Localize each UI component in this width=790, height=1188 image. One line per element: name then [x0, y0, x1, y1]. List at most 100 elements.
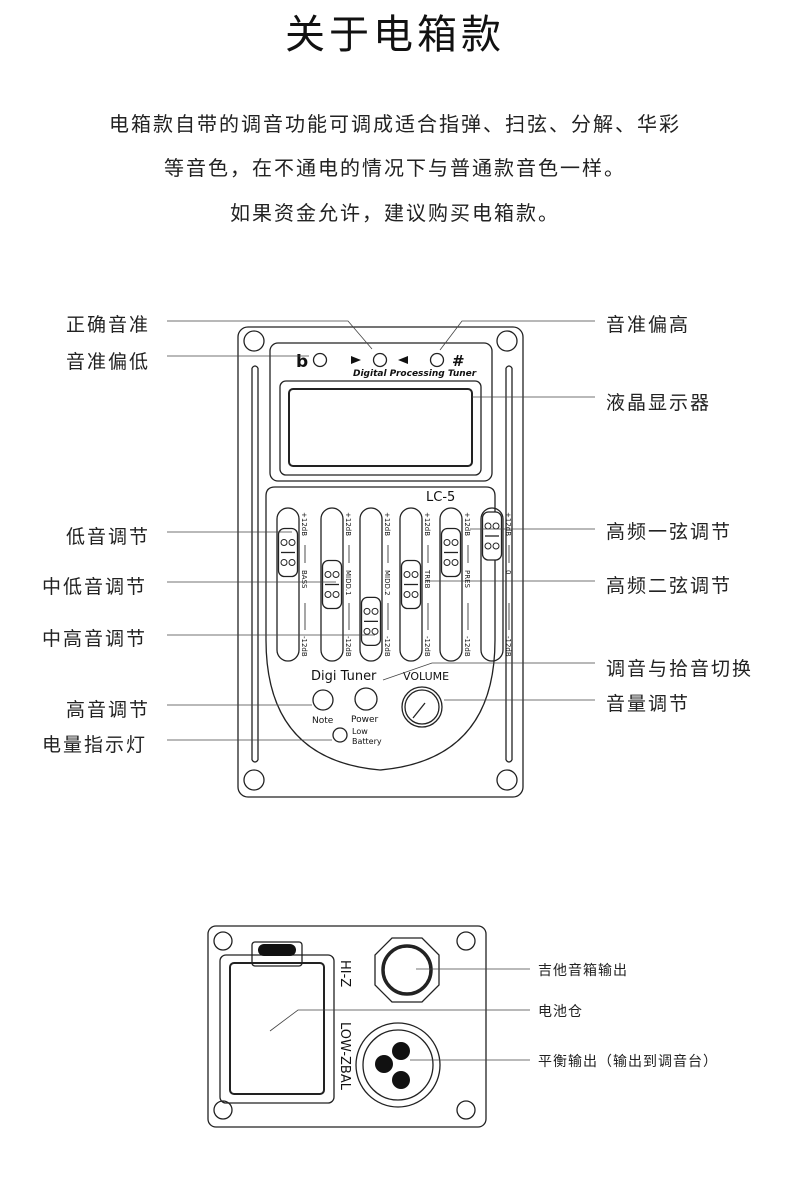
corner-screw [456, 1100, 476, 1120]
slider-knob-dot [484, 542, 492, 550]
flat-led [312, 352, 328, 368]
label-string2-adjust: 高频二弦调节 [606, 575, 733, 597]
flat-symbol: b [296, 352, 308, 372]
digi-tuner-label: Digi Tuner [311, 669, 377, 684]
hiz-jack-nut [374, 937, 440, 1003]
intro-line-2: 等音色，在不通电的情况下与普通款音色一样。 [164, 156, 626, 180]
slider-knob-dot [324, 571, 332, 578]
slider-top-label: +12dB [344, 512, 352, 536]
eq-module [265, 486, 496, 771]
hiz-label: HI-Z [337, 960, 352, 987]
slider-knob-dot [403, 591, 411, 598]
slider-track [320, 507, 344, 662]
volume-knob [401, 686, 443, 728]
slider-bottom-label: -12dB [504, 636, 512, 657]
slider-knob-dot [451, 558, 459, 566]
xlr-pin [392, 1071, 410, 1089]
slider-track [399, 507, 423, 662]
arrow-right-icon [351, 356, 361, 364]
label-balanced-output: 平衡输出（输出到调音台） [538, 1054, 718, 1070]
slider-top-label: +12dB [300, 512, 308, 536]
slider-knob-dot [363, 627, 371, 635]
low-label: Low [352, 727, 368, 736]
slider-bottom-label: -12dB [423, 636, 431, 657]
intro-line-3: 如果资金允许，建议购买电箱款。 [230, 201, 560, 225]
corner-screw [496, 330, 518, 352]
label-string1-adjust: 高频一弦调节 [606, 521, 733, 543]
tuner-caption: Digital Processing Tuner [353, 369, 477, 379]
battery-led [332, 727, 348, 743]
slider-knob-dot [443, 538, 451, 546]
slider-track [276, 507, 300, 662]
label-battery-indicator: 电量指示灯 [42, 734, 148, 756]
slider-mid-label: MIDD.1 [344, 570, 352, 596]
tuner-module [269, 342, 493, 482]
slider-bottom-label: -12dB [344, 636, 352, 657]
note-button [312, 689, 334, 711]
label-tuner-switch: 调音与拾音切换 [606, 658, 754, 680]
in-tune-led [372, 352, 388, 368]
label-correct-pitch: 正确音准 [66, 314, 151, 336]
battery-compartment [219, 954, 335, 1104]
slider-mid-label: MIDD.2 [383, 570, 391, 596]
slider-knob-dot [332, 591, 340, 598]
xlr-pin [392, 1042, 410, 1060]
model-label: LC-5 [426, 490, 455, 505]
slider-track [480, 507, 504, 662]
slider-knob-dot [280, 558, 288, 566]
sharp-led [429, 352, 445, 368]
slider-knob-dot [492, 542, 500, 550]
volume-label: VOLUME [403, 670, 449, 683]
corner-screw [213, 931, 233, 951]
jack-panel [207, 925, 487, 1128]
slider-knob-dot [288, 538, 296, 546]
eq-sliders: +12dB BASS -12dB +12dB MIDD.1 -12dB +12dB MIDD.… [276, 507, 512, 662]
corner-screw [456, 931, 476, 951]
slider-track [359, 507, 383, 662]
xlr-jack [355, 1022, 441, 1108]
slider-knob-dot [443, 558, 451, 566]
slider-top-label: +12dB [504, 512, 512, 536]
label-battery-box: 电池仓 [538, 1004, 583, 1020]
slider-bottom-label: -12dB [463, 636, 471, 657]
label-lcd-display: 液晶显示器 [606, 392, 712, 414]
slider-knob-dot [411, 571, 419, 578]
battery-label: Battery [352, 737, 382, 746]
corner-screw [213, 1100, 233, 1120]
note-label: Note [312, 716, 334, 726]
power-button [354, 687, 378, 711]
slider-knob-dot [371, 607, 379, 615]
slider-knob-dot [288, 558, 296, 566]
slider-mid-label: PRES [463, 570, 471, 589]
slider-top-label: +12dB [383, 512, 391, 536]
corner-screw [243, 769, 265, 791]
lcd-outer [279, 380, 482, 476]
corner-screw [496, 769, 518, 791]
slider-mid-label: TREB [423, 569, 431, 589]
corner-screw [243, 330, 265, 352]
slider-top-label: +12dB [463, 512, 471, 536]
label-pitch-high: 音准偏高 [606, 314, 691, 336]
label-amp-output: 吉他音箱输出 [538, 963, 628, 979]
label-high-mid-adjust: 中高音调节 [42, 628, 148, 650]
slider-mid-label: 0 [504, 570, 512, 574]
slider-knob-dot [411, 591, 419, 598]
slider-bottom-label: -12dB [300, 636, 308, 657]
intro-line-1: 电箱款自带的调音功能可调成适合指弹、扫弦、分解、华彩 [109, 112, 681, 136]
panel-outer-frame [237, 326, 524, 798]
slider-track [439, 507, 463, 662]
page-title: 关于电箱款 [285, 12, 505, 58]
slider-knob-dot [324, 591, 332, 598]
label-volume-adjust: 音量调节 [606, 693, 691, 715]
slider-top-label: +12dB [423, 512, 431, 536]
lcd-inner [288, 388, 473, 467]
sharp-symbol: # [452, 352, 465, 370]
hiz-jack [381, 944, 433, 996]
slider-mid-label: BASS [300, 570, 308, 589]
arrow-left-icon [398, 356, 408, 364]
label-bass-adjust: 低音调节 [66, 526, 151, 548]
slider-knob-dot [371, 627, 379, 635]
slider-knob-dot [280, 538, 288, 546]
xlr-pin [375, 1055, 393, 1073]
slider-knob-dot [332, 571, 340, 578]
